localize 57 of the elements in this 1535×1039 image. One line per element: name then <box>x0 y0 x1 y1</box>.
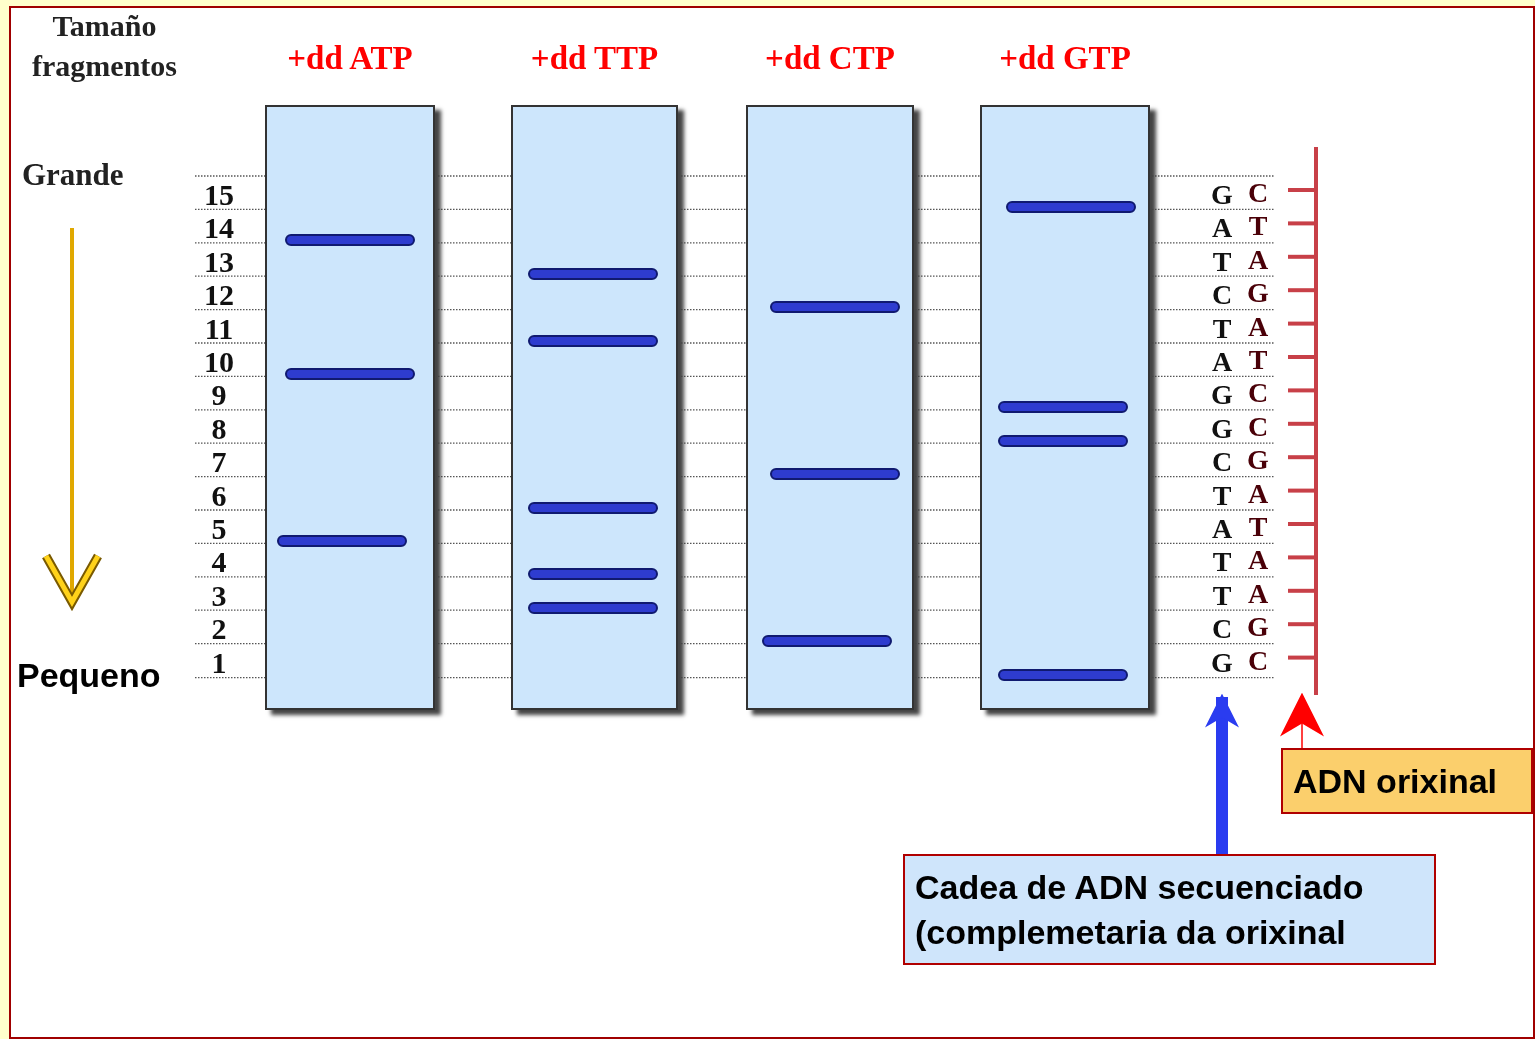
size-number: 9 <box>210 378 228 413</box>
size-number: 15 <box>203 178 235 212</box>
base-letter: G <box>1210 412 1234 445</box>
lane-heading: +dd CTP <box>765 40 895 76</box>
axis-title: Tamaño fragmentos <box>31 8 178 84</box>
lane-heading: +dd TTP <box>530 40 659 76</box>
base-letter: A <box>1246 577 1270 610</box>
base-letter: T <box>1247 210 1269 243</box>
size-number: 2 <box>210 612 228 647</box>
size-number: 14 <box>203 211 235 246</box>
base-letter: T <box>1211 546 1233 579</box>
base-letter: T <box>1211 479 1233 512</box>
size-number: 7 <box>210 445 228 480</box>
arrow <box>1205 693 1239 854</box>
base-letter: C <box>1246 410 1270 443</box>
dna-strand-drawing <box>1288 147 1318 695</box>
base-letter: C <box>1210 279 1234 312</box>
size-number: 1 <box>210 645 228 680</box>
size-number: 3 <box>210 578 228 613</box>
base-letter: G <box>1246 277 1270 310</box>
base-letter: G <box>1210 179 1234 211</box>
size-number: 13 <box>203 244 235 279</box>
base-letter: T <box>1211 579 1233 612</box>
callout-label: ADN orixinal <box>1281 748 1533 814</box>
base-letter: G <box>1246 444 1270 477</box>
size-label: Grande <box>22 156 124 194</box>
base-letter: A <box>1246 544 1270 577</box>
lane-heading: +dd GTP <box>999 40 1131 76</box>
base-letter: A <box>1246 243 1270 276</box>
base-letter: T <box>1211 312 1233 345</box>
base-letter: C <box>1246 377 1270 410</box>
base-letter: A <box>1246 477 1270 510</box>
size-number: 12 <box>203 278 235 313</box>
base-letter: T <box>1247 511 1269 543</box>
size-number: 6 <box>210 478 228 513</box>
size-number: 10 <box>203 345 235 379</box>
size-number: 8 <box>210 411 228 446</box>
base-letter: A <box>1210 212 1234 245</box>
base-letter: T <box>1247 344 1269 376</box>
base-letter: G <box>1246 611 1270 644</box>
callout-label: Cadea de ADN secuenciado (complemetaria da orixinal <box>903 854 1436 965</box>
arrow <box>1280 692 1324 749</box>
base-letter: A <box>1246 310 1270 343</box>
size-number: 4 <box>210 545 228 580</box>
base-letter: C <box>1246 644 1270 677</box>
base-letter: C <box>1210 613 1234 646</box>
size-number: 5 <box>210 512 228 546</box>
size-number: 11 <box>203 311 235 346</box>
base-letter: T <box>1211 245 1233 278</box>
base-letter: G <box>1210 646 1234 679</box>
base-letter: A <box>1210 346 1234 378</box>
base-letter: A <box>1210 513 1234 545</box>
lane-heading: +dd ATP <box>287 40 413 76</box>
base-letter: C <box>1246 177 1270 209</box>
base-letter: G <box>1210 379 1234 412</box>
base-letter: C <box>1210 446 1234 479</box>
size-label: Pequeno <box>17 655 161 696</box>
